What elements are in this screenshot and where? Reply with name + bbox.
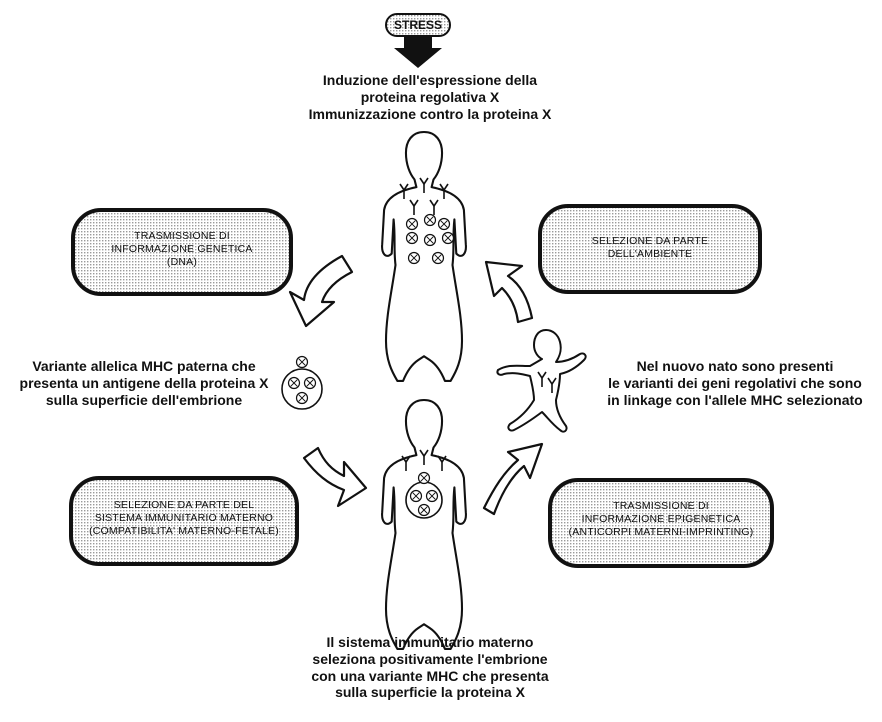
bottom-caption-line-1: Il sistema immunitario materno [326,634,534,650]
box-bottom-left-line-2: SISTEMA IMMUNITARIO MATERNO [94,512,274,525]
box-bottom-left-line-1: SELEZIONE DA PARTE DEL [113,499,255,511]
box-top-right-text: SELEZIONE DA PARTE DELL'AMBIENTE [548,235,752,261]
embryo-bottom [405,471,443,519]
stress-label: STRESS [386,18,450,32]
box-bottom-left-line-3: (COMPATIBILITA' MATERNO-FETALE) [89,525,279,538]
right-caption-line-3: in linkage con l'allele MHC selezionato [607,391,863,408]
top-caption-line-2: proteina regolativa X [360,88,500,105]
left-caption: Variante allelica MHC paterna che presen… [4,358,284,408]
box-bottom-left [69,476,299,566]
box-top-left-text: TRASMISSIONE DI INFORMAZIONE GENETICA (D… [80,230,284,269]
bottom-caption: Il sistema immunitario materno seleziona… [250,634,610,701]
right-caption: Nel nuovo nato sono presenti le varianti… [590,358,880,408]
arrow-top-left [288,254,354,328]
mother-figure-top [381,130,467,382]
bottom-caption-line-2: seleziona positivamente l'embrione [312,650,548,667]
box-top-right-line-1: SELEZIONE DA PARTE [591,235,709,247]
box-top-left-line-3: (DNA) [166,256,198,269]
box-top-right [538,204,762,294]
arrow-bottom-left [302,446,368,508]
embryo-left [281,355,323,410]
newborn-figure [496,329,587,433]
right-caption-line-2: le varianti dei geni regolativi che sono [608,374,862,391]
box-bottom-left-text: SELEZIONE DA PARTE DEL SISTEMA IMMUNITAR… [76,499,292,538]
box-top-left-line-1: TRASMISSIONE DI [134,230,230,242]
box-top-left [71,208,293,296]
box-bottom-right [548,478,774,568]
top-caption-line-1: Induzione dell'espressione della [322,72,538,88]
left-caption-line-3: sulla superficie dell'embrione [45,391,243,408]
box-bottom-right-text: TRASMISSIONE DI INFORMAZIONE EPIGENETICA… [556,500,766,539]
box-top-left-line-2: INFORMAZIONE GENETICA [111,243,253,256]
right-caption-line-1: Nel nuovo nato sono presenti [636,358,834,374]
stress-text: STRESS [393,18,442,32]
top-caption: Induzione dell'espressione della protein… [250,72,610,122]
box-top-right-line-2: DELL'AMBIENTE [607,248,693,261]
stress-arrow [394,36,442,68]
box-bottom-right-line-2: INFORMAZIONE EPIGENETICA [581,513,741,526]
box-bottom-right-line-1: TRASMISSIONE DI [613,500,709,512]
mother-figure-bottom [381,398,467,650]
arrow-bottom-right [482,442,544,516]
box-bottom-right-line-3: (ANTICORPI MATERNI-IMPRINTING) [568,526,754,539]
left-caption-line-2: presenta un antigene della proteina X [19,374,269,391]
arrow-top-right [484,260,534,324]
left-caption-line-1: Variante allelica MHC paterna che [32,358,256,374]
top-caption-line-3: Immunizzazione contro la proteina X [308,105,552,122]
bottom-caption-line-4: sulla superficie la proteina X [335,684,525,701]
bottom-caption-line-3: con una variante MHC che presenta [311,667,549,684]
